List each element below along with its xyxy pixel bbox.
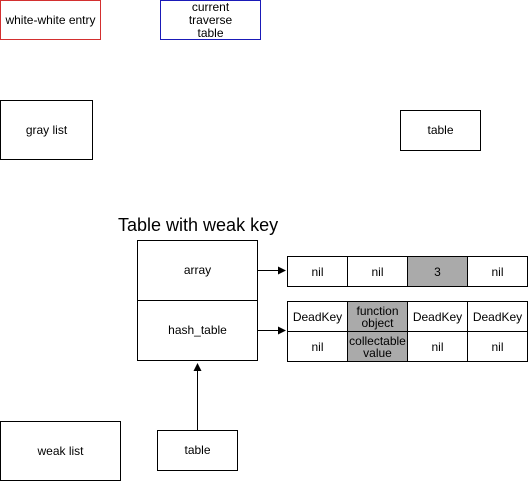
- current-traverse-table-legend: current traverse table: [160, 0, 261, 40]
- weak-list-label: weak list: [37, 443, 84, 458]
- gray-list-label: gray list: [25, 122, 68, 137]
- array-cell-2: 3: [407, 256, 468, 287]
- hash-table-label: hash_table: [168, 323, 227, 337]
- table-node-top-label: table: [427, 123, 454, 137]
- white-white-entry-label: white-white entry: [5, 12, 96, 27]
- hash-key-cell-1: function object: [347, 301, 408, 332]
- white-white-entry-legend: white-white entry: [0, 0, 101, 40]
- gray-list-box: gray list: [0, 100, 93, 160]
- table-node-top: table: [400, 110, 481, 151]
- hash-table-field: hash_table: [137, 300, 258, 361]
- weak-list-box: weak list: [0, 421, 121, 481]
- hash-value-cell-1: collectable value: [347, 331, 408, 362]
- current-traverse-table-label: current traverse table: [188, 0, 233, 40]
- array-label: array: [183, 263, 212, 277]
- diagram-title: Table with weak key: [118, 215, 279, 235]
- table-node-bottom: table: [157, 430, 238, 471]
- table-node-bottom-label: table: [184, 443, 211, 457]
